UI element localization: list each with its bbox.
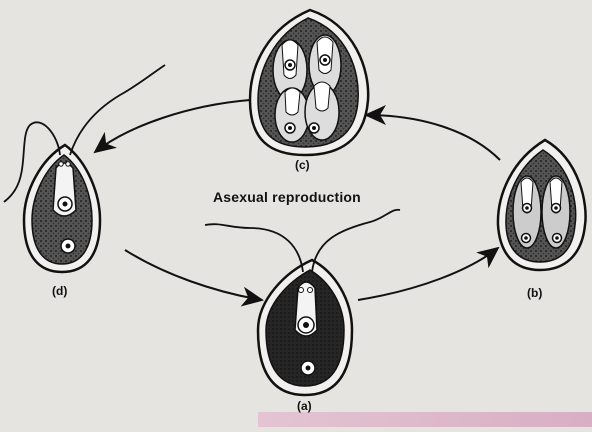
label-a: (a): [297, 399, 312, 413]
daughter-cell: [275, 88, 309, 142]
arrow-a-to-b: [358, 248, 498, 300]
cell-a: [205, 210, 400, 395]
arrow-c-to-d: [95, 100, 250, 152]
daughter-cell: [305, 82, 339, 140]
label-b: (b): [527, 286, 542, 300]
label-d: (d): [52, 284, 67, 298]
cell-d: [4, 65, 165, 272]
arrow-b-to-c: [366, 115, 500, 160]
label-c: (c): [295, 158, 310, 172]
cell-b: [498, 140, 586, 270]
arrow-d-to-a: [125, 250, 262, 300]
diagram-title: Asexual reproduction: [213, 189, 361, 205]
daughter-cell: [513, 176, 541, 248]
page-edge-band: [258, 412, 592, 427]
cell-c: [250, 10, 368, 155]
daughter-cell: [542, 176, 570, 248]
